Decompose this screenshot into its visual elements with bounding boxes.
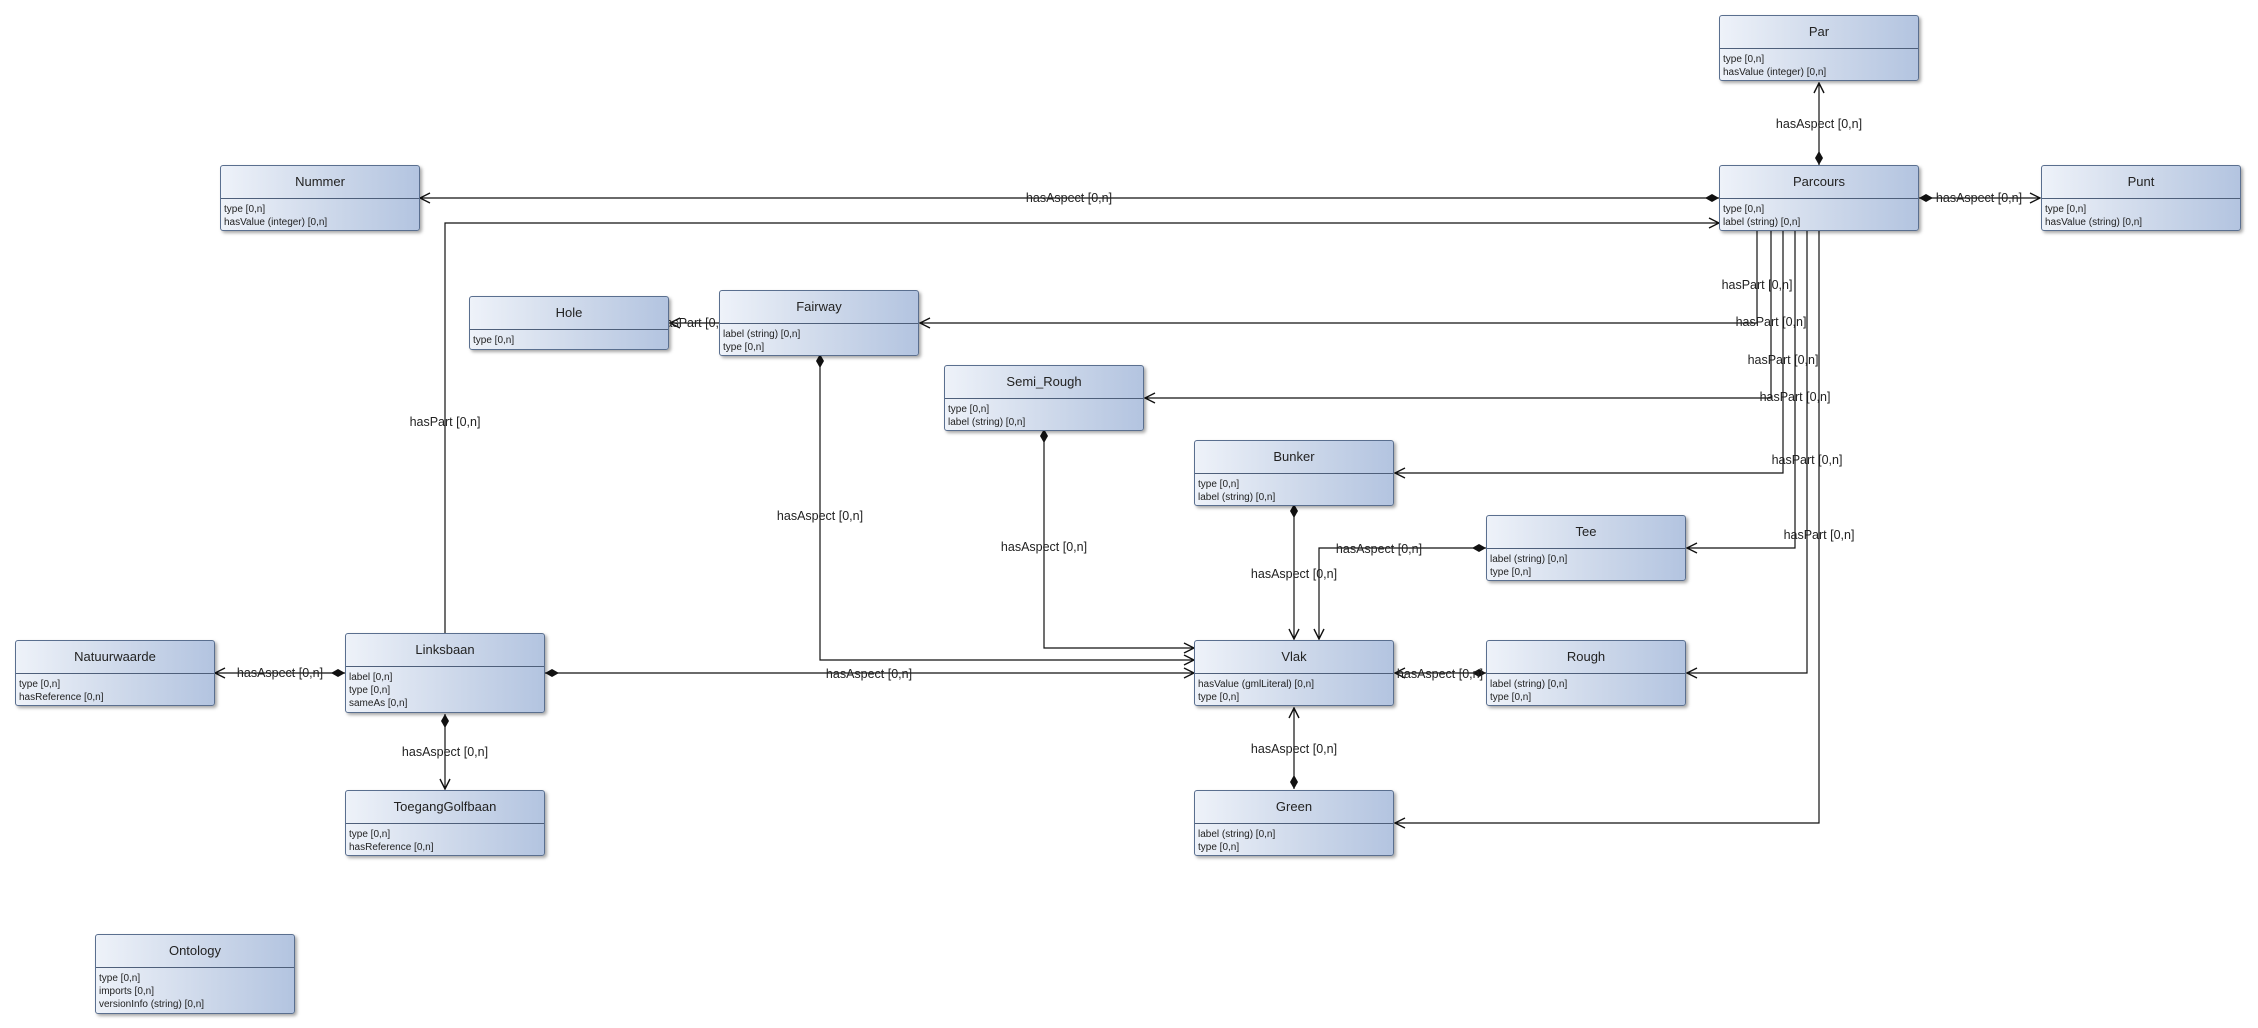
class-green[interactable]: Green label (string) [0,n] type [0,n] [1194,790,1394,856]
attribute: type [0,n] [1198,479,1240,490]
attribute: hasValue (integer) [0,n] [224,217,328,228]
class-toeganggolfbaan[interactable]: ToegangGolfbaan type [0,n] hasReference … [345,790,545,856]
class-name: Nummer [221,166,419,199]
class-name: Rough [1487,641,1685,674]
label-parcours-bunker: hasPart [0,n] [1759,390,1831,404]
label-green-vlak: hasAspect [0,n] [1250,742,1338,756]
class-vlak[interactable]: Vlak hasValue (gmlLiteral) [0,n] type [0… [1194,640,1394,706]
label-rough-vlak: hasAspect [0,n] [1396,667,1484,681]
attribute: type [0,n] [224,204,266,215]
attribute: label [0,n] [349,672,393,683]
attribute: type [0,n] [1198,692,1240,703]
attribute: type [0,n] [99,973,141,984]
class-fairway[interactable]: Fairway label (string) [0,n] type [0,n] [719,290,919,356]
class-par[interactable]: Par type [0,n] hasValue (integer) [0,n] [1719,15,1919,81]
edge-parcours-tee [1687,230,1796,548]
attribute: hasValue (string) [0,n] [2045,217,2143,228]
edge-parcours-green [1395,230,1820,823]
class-name: Semi_Rough [945,366,1143,399]
class-linksbaan[interactable]: Linksbaan label [0,n] type [0,n] sameAs … [345,633,545,713]
label-parcours-fairway: hasPart [0,n] [1721,278,1793,292]
attribute: type [0,n] [1723,204,1765,215]
label-parcours-semirough: hasPart [0,n] [1735,315,1807,329]
label-semirough-vlak: hasAspect [0,n] [1000,540,1088,554]
edge-parcours-rough [1687,230,1808,673]
attribute: label (string) [0,n] [1723,217,1801,228]
class-punt[interactable]: Punt type [0,n] hasValue (string) [0,n] [2041,165,2241,231]
edge-parcours-semirough [1145,230,1772,398]
label-parcours-punt: hasAspect [0,n] [1935,191,2023,205]
class-name: Hole [470,297,668,330]
class-name: Vlak [1195,641,1393,674]
attribute: type [0,n] [473,335,515,346]
label-linksbaan-parcours: hasPart [0,n] [409,415,481,429]
class-name: Ontology [96,935,294,968]
label-parcours-tee: hasPart [0,n] [1771,453,1843,467]
label-parcours-par: hasAspect [0,n] [1775,117,1863,131]
attribute: label (string) [0,n] [1198,492,1276,503]
class-name: Par [1720,16,1918,49]
class-ontology[interactable]: Ontology type [0,n] imports [0,n] versio… [95,934,295,1014]
attribute: type [0,n] [948,404,990,415]
attribute: type [0,n] [19,679,61,690]
class-name: ToegangGolfbaan [346,791,544,824]
attribute: type [0,n] [1198,842,1240,853]
attribute: imports [0,n] [99,986,155,997]
class-parcours[interactable]: Parcours type [0,n] label (string) [0,n] [1719,165,1919,231]
attribute: type [0,n] [1490,567,1532,578]
label-parcours-rough: hasPart [0,n] [1783,528,1855,542]
label-linksbaan-natuurwaarde: hasAspect [0,n] [236,666,324,680]
edge-fairway-vlak [820,354,1194,660]
class-name: Green [1195,791,1393,824]
edge-parcours-bunker [1395,230,1784,473]
attribute: label (string) [0,n] [1198,829,1276,840]
attribute: versionInfo (string) [0,n] [99,999,205,1010]
class-name: Bunker [1195,441,1393,474]
label-linksbaan-toegang: hasAspect [0,n] [401,745,489,759]
class-tee[interactable]: Tee label (string) [0,n] type [0,n] [1486,515,1686,581]
attribute: hasValue (gmlLiteral) [0,n] [1198,679,1314,690]
edge-parcours-fairway [920,230,1758,323]
edge-tee-vlak [1319,548,1486,639]
label-fairway-hole: hasPart [0,n] [658,316,730,330]
attribute: type [0,n] [2045,204,2087,215]
class-name: Fairway [720,291,918,324]
attribute: sameAs [0,n] [349,698,408,709]
class-name: Tee [1487,516,1685,549]
attribute: hasReference [0,n] [19,692,104,703]
class-name: Linksbaan [346,634,544,667]
attribute: hasReference [0,n] [349,842,434,853]
edge-linksbaan-parcours [444,223,1719,633]
attribute: type [0,n] [349,685,391,696]
attribute: label (string) [0,n] [1490,554,1568,565]
label-parcours-semirough-2: hasPart [0,n] [1747,353,1819,367]
label-fairway-vlak: hasAspect [0,n] [776,509,864,523]
class-natuurwaarde[interactable]: Natuurwaarde type [0,n] hasReference [0,… [15,640,215,706]
class-semi-rough[interactable]: Semi_Rough type [0,n] label (string) [0,… [944,365,1144,431]
class-hole[interactable]: Hole type [0,n] [469,296,669,350]
label-tee-vlak: hasAspect [0,n] [1335,542,1423,556]
attribute: label (string) [0,n] [723,329,801,340]
class-rough[interactable]: Rough label (string) [0,n] type [0,n] [1486,640,1686,706]
attribute: hasValue (integer) [0,n] [1723,67,1827,78]
attribute: type [0,n] [723,342,765,353]
attribute: label (string) [0,n] [948,417,1026,428]
attribute: type [0,n] [1490,692,1532,703]
attribute: type [0,n] [349,829,391,840]
class-name: Punt [2042,166,2240,199]
class-name: Natuurwaarde [16,641,214,674]
edge-semirough-vlak [1044,429,1194,648]
attribute: label (string) [0,n] [1490,679,1568,690]
label-bunker-vlak: hasAspect [0,n] [1250,567,1338,581]
label-linksbaan-vlak: hasAspect [0,n] [825,667,913,681]
label-parcours-nummer: hasAspect [0,n] [1025,191,1113,205]
class-bunker[interactable]: Bunker type [0,n] label (string) [0,n] [1194,440,1394,506]
class-nummer[interactable]: Nummer type [0,n] hasValue (integer) [0,… [220,165,420,231]
class-name: Parcours [1720,166,1918,199]
attribute: type [0,n] [1723,54,1765,65]
